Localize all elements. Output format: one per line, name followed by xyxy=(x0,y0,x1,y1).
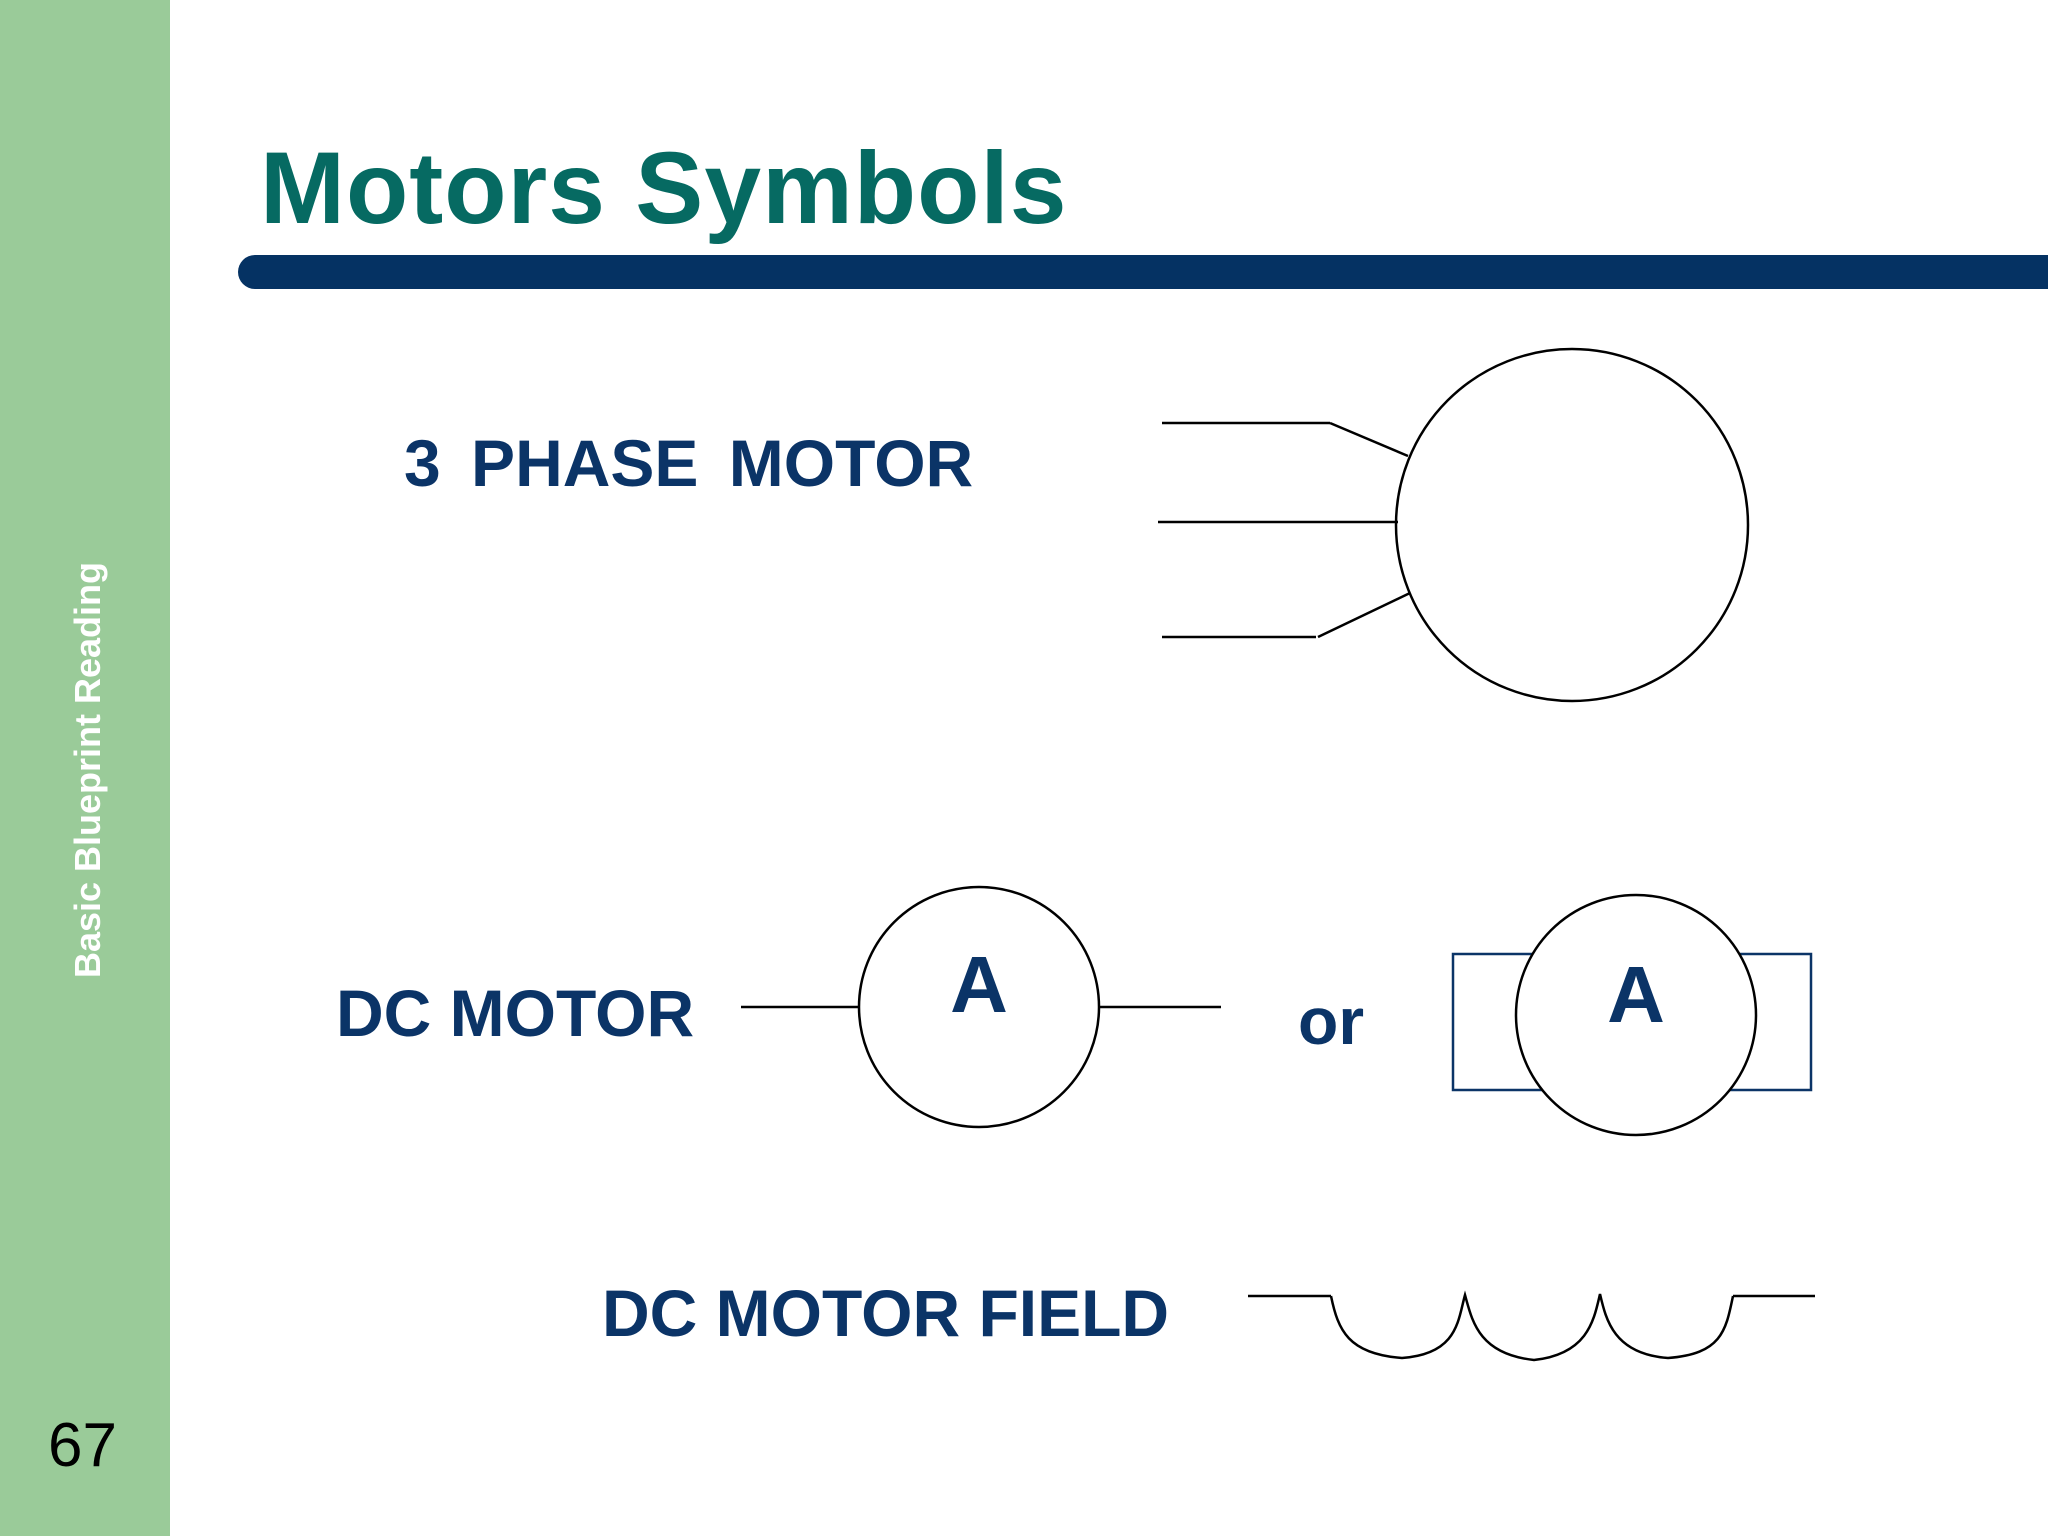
three-phase-motor-label: 3 PHASE MOTOR xyxy=(404,426,974,500)
dc-motor-symbol: A xyxy=(741,885,1221,1129)
three-phase-motor-symbol xyxy=(1158,347,1750,703)
or-label: or xyxy=(1298,984,1364,1058)
phase-lead-top-angle xyxy=(1329,421,1409,458)
phase-lead-bottom-angle xyxy=(1317,591,1411,639)
sidebar: Basic Blueprint Reading 67 xyxy=(0,0,170,1536)
title-underline-bar xyxy=(238,255,2048,289)
three-phase-motor-circle xyxy=(1394,347,1750,703)
dc-motor-field-label: DC MOTOR FIELD xyxy=(602,1276,1170,1350)
dc-motor-label: DC MOTOR xyxy=(336,976,695,1050)
dc-motor-field-symbol xyxy=(1248,1290,1815,1362)
field-coil xyxy=(1329,1290,1735,1362)
slide-title: Motors Symbols xyxy=(260,131,1068,245)
page-number: 67 xyxy=(48,1411,117,1480)
dc-motor-alt-letter: A xyxy=(1607,950,1665,1039)
dc-motor-alt-circle xyxy=(1514,893,1758,1137)
dc-motor-letter: A xyxy=(950,940,1008,1029)
dc-motor-alt-symbol: A xyxy=(1451,893,1813,1137)
